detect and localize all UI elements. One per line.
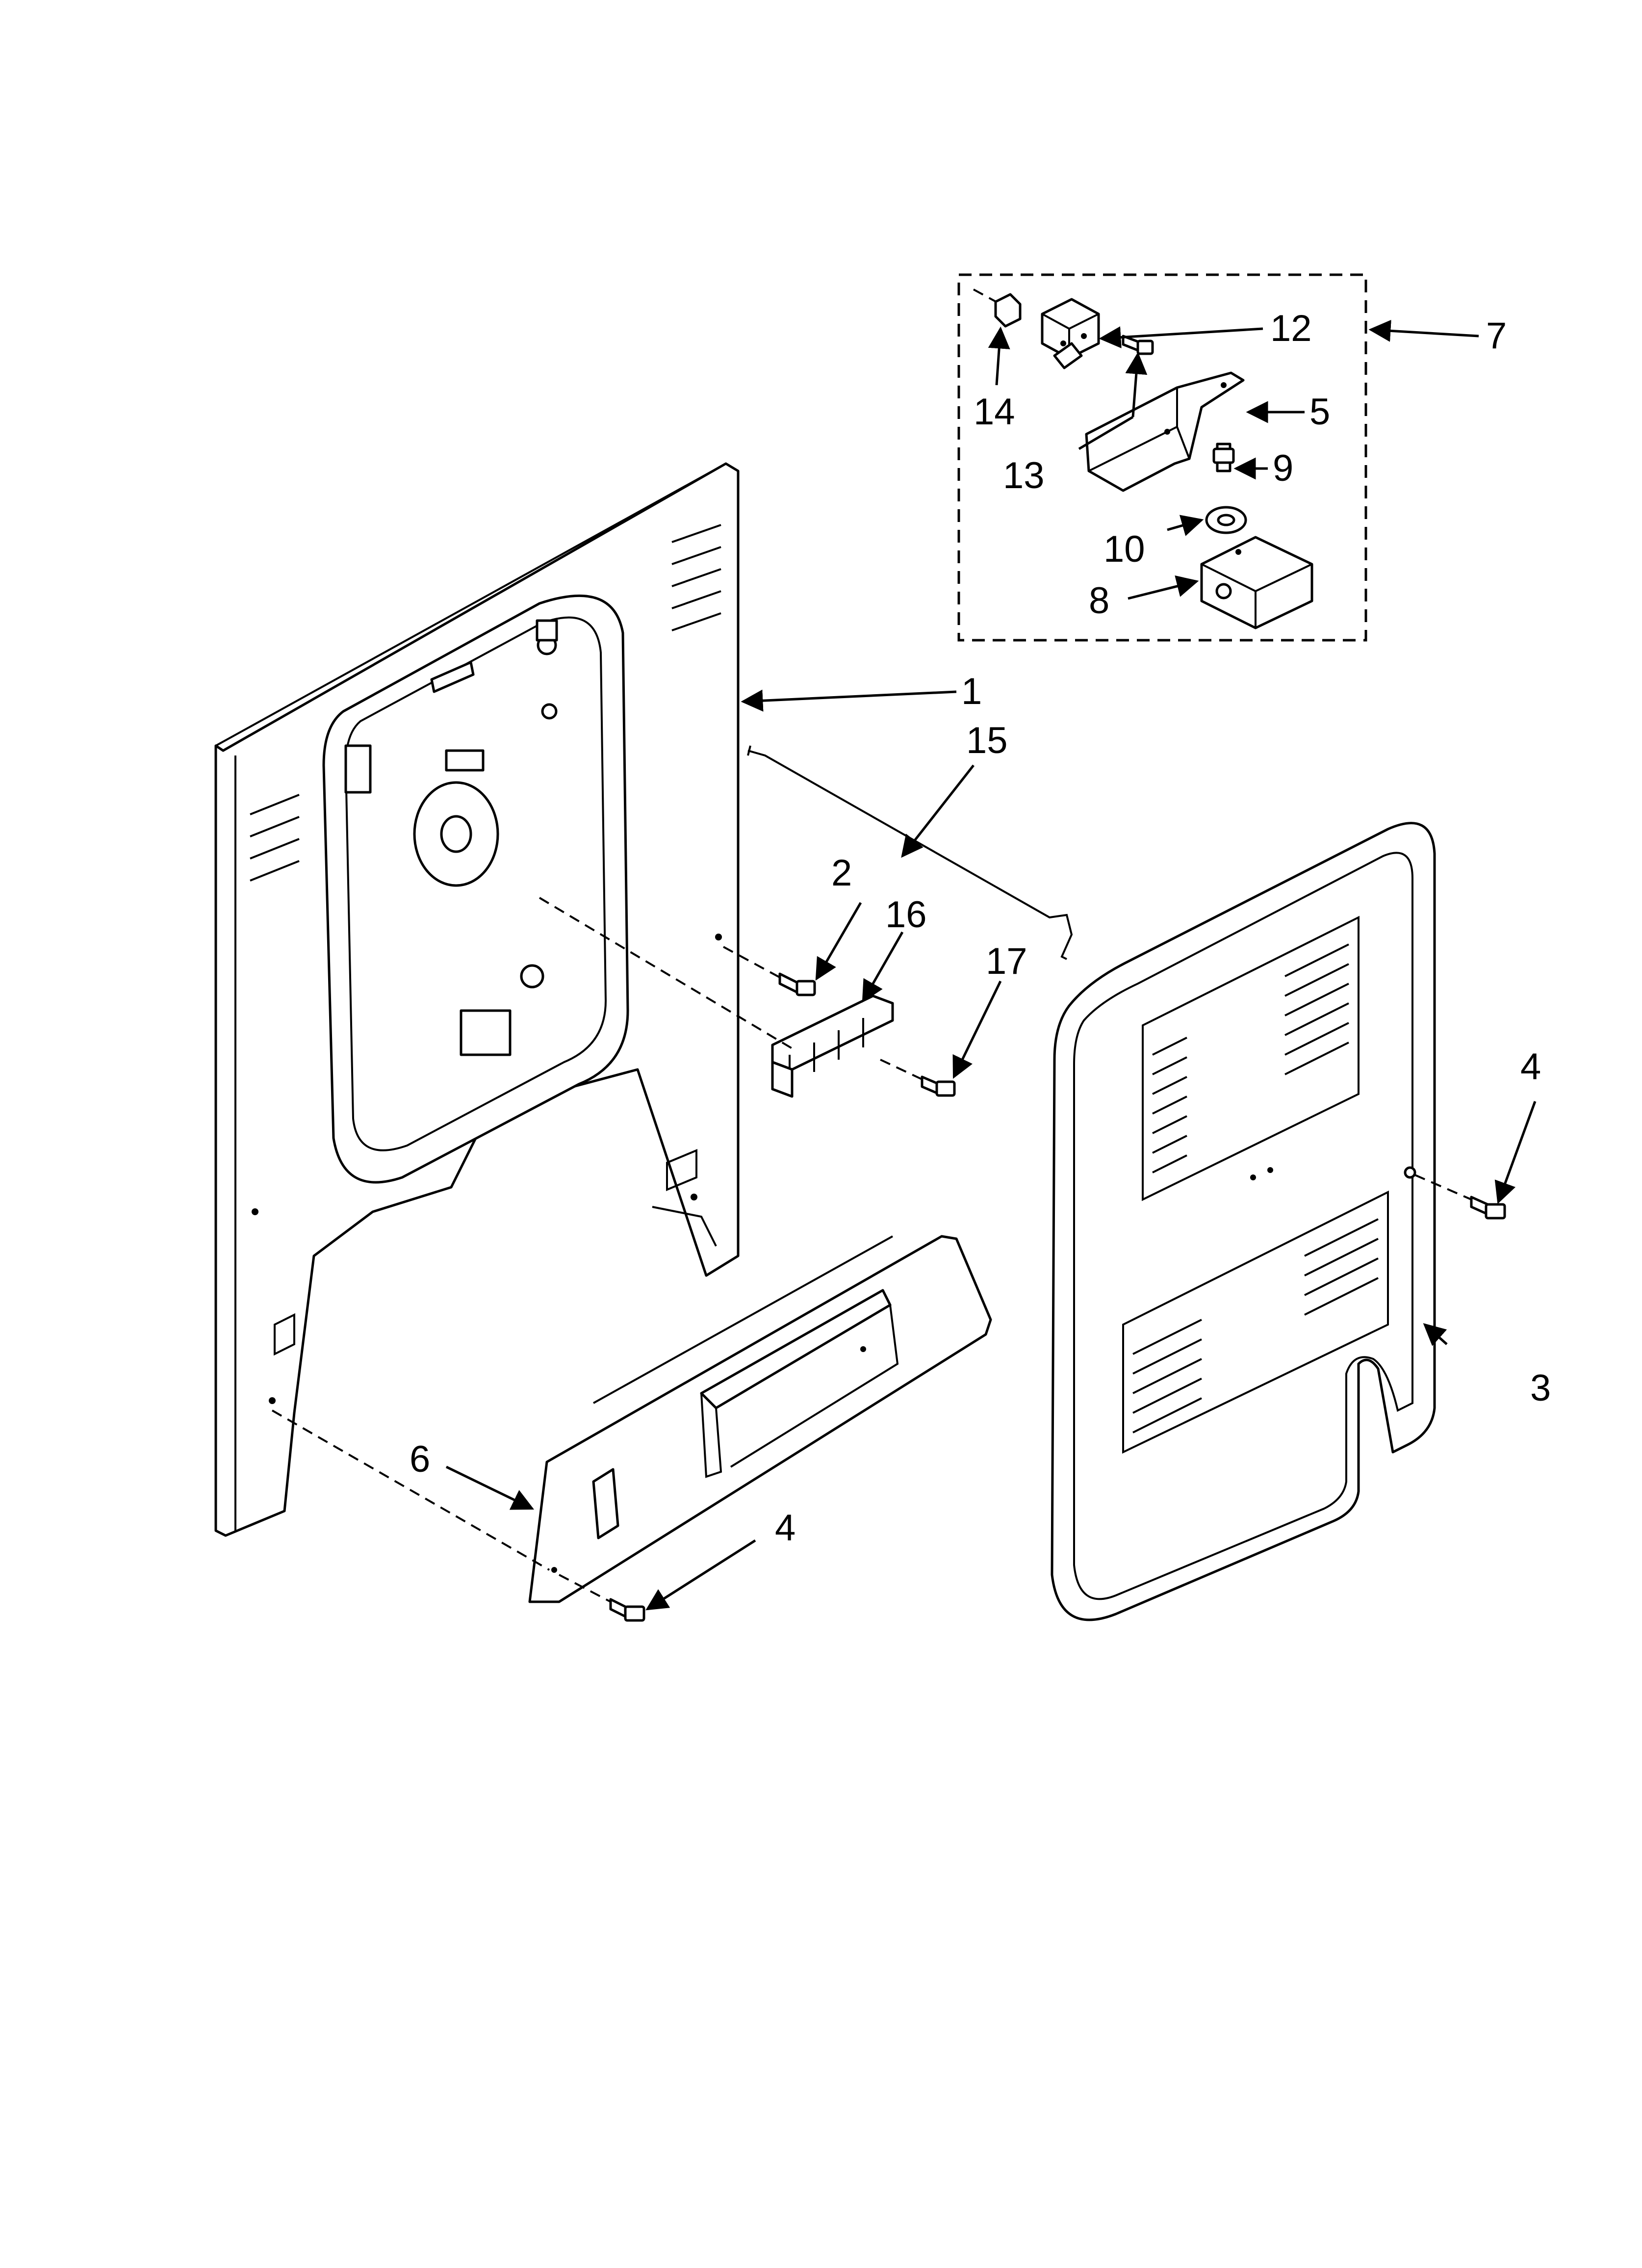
part-13-screw — [1122, 335, 1154, 355]
callout-10: 10 — [1103, 528, 1145, 570]
part-10-washer — [1205, 506, 1247, 534]
callout-16: 16 — [885, 894, 927, 936]
callout-7: 7 — [1486, 315, 1507, 357]
callout-4-lower: 4 — [775, 1507, 795, 1549]
part-8-block — [1200, 536, 1313, 629]
part-17-screw — [880, 1059, 956, 1097]
callout-6: 6 — [410, 1438, 430, 1480]
callout-15: 15 — [966, 720, 1008, 761]
part-4-screw-upper — [1414, 1174, 1506, 1220]
callout-5: 5 — [1309, 391, 1330, 433]
part-4-screw-lower — [559, 1574, 645, 1622]
callout-4-upper: 4 — [1520, 1046, 1541, 1088]
callout-1: 1 — [961, 671, 982, 712]
callout-13: 13 — [1003, 455, 1045, 496]
part-12-switch — [1041, 298, 1100, 369]
callout-2: 2 — [831, 852, 852, 894]
callout-14: 14 — [974, 391, 1015, 433]
part-15-rod — [747, 745, 1073, 960]
part-1-main-panel — [214, 462, 740, 1537]
callout-9: 9 — [1273, 447, 1293, 489]
kit-frame — [957, 273, 1367, 642]
callout-8: 8 — [1089, 580, 1109, 622]
part-3-side-panel — [1051, 822, 1436, 1621]
part-6-axis — [272, 1409, 550, 1571]
callout-12: 12 — [1270, 308, 1312, 349]
part-16-clip — [771, 994, 894, 1098]
part-9-screw — [1212, 443, 1235, 472]
part-6-lower-panel — [528, 1235, 992, 1603]
callout-17: 17 — [986, 940, 1027, 982]
part-2-screw — [723, 946, 816, 996]
part-5-bracket — [1085, 371, 1245, 492]
part-14-nut — [973, 288, 1022, 328]
callout-3: 3 — [1530, 1367, 1551, 1409]
leader-lines — [445, 319, 1537, 1611]
